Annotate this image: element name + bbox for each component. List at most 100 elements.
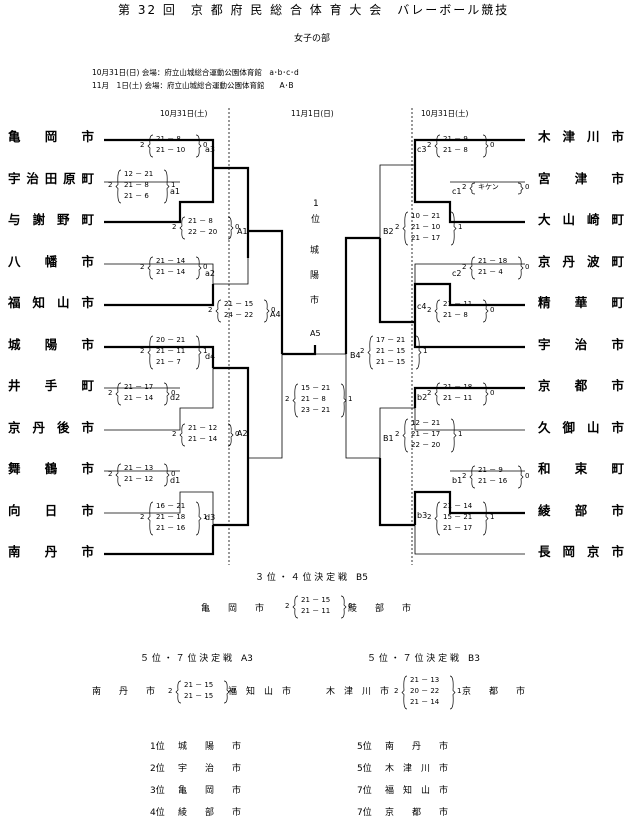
left-team-8: 京丹後市 [8, 420, 94, 435]
line-kyoto [413, 386, 525, 408]
sets-lost: 0 [231, 687, 236, 695]
champion-position: 位 [311, 215, 321, 225]
sets-lost: 0 [203, 263, 208, 271]
sets-lost: 0 [490, 141, 495, 149]
set-score: 21 － 8 [156, 135, 181, 143]
venue-line-1: 10月31日(日) 会場：府立山城総合運動公園体育館 a･b･c･d [92, 68, 299, 77]
date-left: 10月31日(土) [160, 109, 208, 118]
set-score: 24 － 22 [224, 311, 254, 319]
match-code-B2: B2 [383, 227, 394, 236]
match-code-a2: a2 [205, 269, 215, 278]
sets-won: 2 [108, 181, 113, 189]
line-kizugawa [413, 138, 525, 165]
match-code-d4: d4 [205, 352, 216, 361]
ranking-place: 5位 [357, 742, 372, 752]
set-score: 21 － 14 [124, 394, 154, 402]
score-brace [147, 256, 202, 280]
right-team-8: 久御山市 [538, 420, 624, 435]
set-score: 21 － 8 [443, 146, 468, 154]
sets-lost: 1 [348, 395, 353, 403]
set-score: 21 － 18 [443, 383, 473, 391]
line-kyotamba [414, 263, 525, 284]
line-a2-to-a4 [248, 354, 283, 459]
set-score: 21 － 16 [156, 523, 186, 532]
sets-won: 2 [285, 395, 290, 403]
score-brace [402, 418, 457, 452]
score-brace [434, 134, 489, 158]
line-kameoka [104, 138, 215, 165]
sets-won: 2 [395, 223, 400, 231]
line-nagaokakyo [414, 525, 525, 555]
line-b1-to-b4 [345, 354, 380, 459]
line-b3-to-b1 [378, 458, 415, 527]
ranking-place: 3位 [150, 786, 165, 796]
line-d4-to-a2 [213, 366, 250, 458]
sets-won: 2 [108, 389, 113, 397]
line-a4-to-final [282, 345, 317, 356]
line-muko [104, 491, 214, 525]
set-score: 21 － 4 [478, 268, 503, 276]
set-score: 21 － 11 [443, 394, 473, 402]
sets-won: 2 [427, 389, 432, 397]
sets-won: 2 [140, 263, 145, 271]
set-score: 16 － 21 [156, 501, 186, 510]
sets-lost: 1 [171, 181, 176, 189]
match-code-A5: A5 [310, 329, 321, 338]
set-score: 21 － 15 [301, 596, 331, 604]
sets-won: 2 [140, 141, 145, 149]
set-score: 21 － 14 [156, 257, 186, 265]
set-score: 21 － 15 [376, 357, 406, 366]
score-brace [292, 595, 347, 619]
left-team-5: 福知山市 [8, 295, 94, 310]
sets-won: 2 [108, 470, 113, 478]
champion-name-1: 城 [310, 246, 320, 256]
line-kyotango [104, 368, 214, 431]
ranking-team: 福 知 山 市 [385, 786, 449, 796]
match-code-B1: B1 [383, 434, 394, 443]
date-right: 10月31日(土) [421, 109, 469, 118]
set-score: 21 － 7 [156, 357, 181, 366]
score-brace [469, 465, 524, 489]
sets-won: 2 [427, 141, 432, 149]
right-team-2: 宮津市 [538, 171, 624, 186]
set-score: 21 － 8 [443, 311, 468, 319]
match-code-c3: c3 [417, 145, 427, 154]
set-score: 23 － 21 [301, 405, 331, 414]
fifth-a-right-team: 福 知 山 市 [228, 687, 292, 697]
set-score: 21 － 14 [410, 697, 440, 706]
match-code-c2: c2 [452, 269, 462, 278]
score-brace [469, 256, 524, 280]
score-brace [401, 675, 456, 709]
set-score: 21 － 17 [124, 383, 154, 391]
sets-lost: 1 [458, 430, 463, 438]
set-score: 22 － 20 [411, 440, 441, 449]
line-d3-to-a2 [213, 458, 250, 527]
right-team-5: 精華町 [538, 295, 624, 310]
sets-lost: 1 [490, 513, 495, 521]
set-score: 10 － 21 [411, 211, 441, 220]
line-c3-to-b2 [379, 164, 415, 238]
sets-lost: 0 [490, 389, 495, 397]
score-brace [434, 299, 489, 323]
page-title: 第 32 回 京 都 府 民 総 合 体 育 大 会 バレーボール競技 [118, 3, 510, 17]
sets-lost: 1 [457, 687, 462, 695]
line-seika [413, 282, 525, 322]
set-score: 22 － 20 [188, 228, 218, 236]
sets-won: 2 [360, 347, 365, 355]
set-score: 21 － 9 [443, 135, 468, 143]
fifth-a-left-team: 南 丹 市 [92, 687, 156, 697]
set-score: 21 － 16 [478, 477, 508, 485]
line-oyamazaki [413, 165, 525, 224]
score-brace [115, 382, 170, 406]
sets-won: 2 [208, 306, 213, 314]
sets-lost: 0 [525, 183, 530, 191]
ranking-place: 4位 [150, 808, 165, 818]
left-team-7: 井手町 [8, 378, 94, 393]
set-score: 21 － 10 [411, 222, 441, 231]
sets-won: 2 [462, 472, 467, 480]
third-place-right-team: 綾 部 市 [348, 604, 412, 614]
sets-lost: 1 [203, 347, 208, 355]
line-yosano [104, 165, 215, 224]
set-score: 21 － 14 [156, 268, 186, 276]
line-a2-to-a1 [213, 258, 249, 285]
